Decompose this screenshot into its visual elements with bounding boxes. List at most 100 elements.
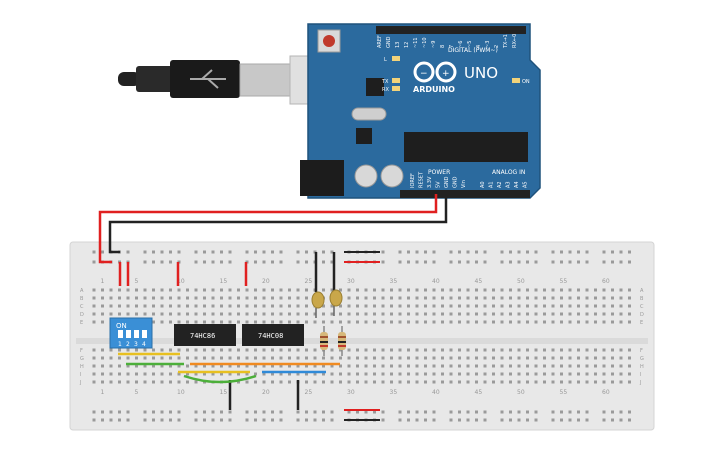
hole[interactable] xyxy=(92,260,96,264)
hole[interactable] xyxy=(322,380,325,384)
hole[interactable] xyxy=(551,372,555,376)
hole[interactable] xyxy=(169,288,172,292)
hole[interactable] xyxy=(143,348,147,352)
hole[interactable] xyxy=(526,364,529,368)
hole[interactable] xyxy=(211,312,215,316)
hole[interactable] xyxy=(602,380,606,384)
hole[interactable] xyxy=(517,320,521,324)
hole[interactable] xyxy=(381,312,385,316)
hole[interactable] xyxy=(441,304,444,308)
hole[interactable] xyxy=(330,288,334,292)
hole[interactable] xyxy=(492,380,495,384)
hole[interactable] xyxy=(492,364,495,368)
hole[interactable] xyxy=(398,410,402,414)
hole[interactable] xyxy=(483,380,487,384)
hole[interactable] xyxy=(611,410,614,414)
hole[interactable] xyxy=(152,260,155,264)
hole[interactable] xyxy=(390,304,393,308)
hole[interactable] xyxy=(186,296,189,300)
hole[interactable] xyxy=(109,418,113,422)
hole[interactable] xyxy=(271,250,274,254)
hole[interactable] xyxy=(322,320,325,324)
hole[interactable] xyxy=(466,260,470,264)
hole[interactable] xyxy=(560,348,563,352)
hole[interactable] xyxy=(594,372,597,376)
hole[interactable] xyxy=(500,320,504,324)
hole[interactable] xyxy=(203,312,206,316)
hole[interactable] xyxy=(339,364,342,368)
hole[interactable] xyxy=(619,410,623,414)
hole[interactable] xyxy=(602,356,606,360)
hole[interactable] xyxy=(271,312,274,316)
hole[interactable] xyxy=(602,418,606,422)
hole[interactable] xyxy=(407,296,410,300)
hole[interactable] xyxy=(237,304,240,308)
hole[interactable] xyxy=(109,410,113,414)
hole[interactable] xyxy=(517,356,521,360)
hole[interactable] xyxy=(101,312,104,316)
hole[interactable] xyxy=(313,380,317,384)
hole[interactable] xyxy=(526,312,529,316)
hole[interactable] xyxy=(152,364,155,368)
hole[interactable] xyxy=(228,418,232,422)
hole[interactable] xyxy=(347,372,351,376)
hole[interactable] xyxy=(526,418,529,422)
hole[interactable] xyxy=(262,348,266,352)
hole[interactable] xyxy=(390,380,393,384)
hole[interactable] xyxy=(585,312,589,316)
hole[interactable] xyxy=(169,418,172,422)
hole[interactable] xyxy=(109,364,113,368)
hole[interactable] xyxy=(373,372,376,376)
hole[interactable] xyxy=(237,320,240,324)
hole[interactable] xyxy=(381,364,385,368)
hole[interactable] xyxy=(254,380,257,384)
hole[interactable] xyxy=(619,296,623,300)
hole[interactable] xyxy=(169,296,172,300)
hole[interactable] xyxy=(279,348,283,352)
hole[interactable] xyxy=(330,356,334,360)
hole[interactable] xyxy=(568,380,572,384)
hole[interactable] xyxy=(126,364,130,368)
hole[interactable] xyxy=(101,288,104,292)
hole[interactable] xyxy=(296,320,300,324)
hole[interactable] xyxy=(169,364,172,368)
hole[interactable] xyxy=(279,320,283,324)
hole[interactable] xyxy=(585,410,589,414)
hole[interactable] xyxy=(330,380,334,384)
hole[interactable] xyxy=(228,410,232,414)
hole[interactable] xyxy=(194,380,198,384)
hole[interactable] xyxy=(322,260,325,264)
hole[interactable] xyxy=(237,288,240,292)
hole[interactable] xyxy=(330,364,334,368)
hole[interactable] xyxy=(177,250,181,254)
hole[interactable] xyxy=(305,304,308,308)
hole[interactable] xyxy=(551,288,555,292)
hole[interactable] xyxy=(509,296,512,300)
hole[interactable] xyxy=(262,250,266,254)
hole[interactable] xyxy=(305,312,308,316)
hole[interactable] xyxy=(228,288,232,292)
hole[interactable] xyxy=(534,260,538,264)
hole[interactable] xyxy=(177,288,181,292)
hole[interactable] xyxy=(245,418,249,422)
hole[interactable] xyxy=(407,364,410,368)
hole[interactable] xyxy=(458,320,461,324)
hole[interactable] xyxy=(483,304,487,308)
hole[interactable] xyxy=(330,250,334,254)
hole[interactable] xyxy=(220,288,223,292)
hole[interactable] xyxy=(186,372,189,376)
hole[interactable] xyxy=(118,312,121,316)
hole[interactable] xyxy=(288,372,291,376)
hole[interactable] xyxy=(483,288,487,292)
hole[interactable] xyxy=(407,250,410,254)
hole[interactable] xyxy=(160,304,164,308)
hole[interactable] xyxy=(305,320,308,324)
hole[interactable] xyxy=(475,312,478,316)
hole[interactable] xyxy=(568,296,572,300)
hole[interactable] xyxy=(568,320,572,324)
hole[interactable] xyxy=(441,356,444,360)
hole[interactable] xyxy=(602,348,606,352)
hole[interactable] xyxy=(135,380,138,384)
hole[interactable] xyxy=(407,288,410,292)
hole[interactable] xyxy=(492,296,495,300)
